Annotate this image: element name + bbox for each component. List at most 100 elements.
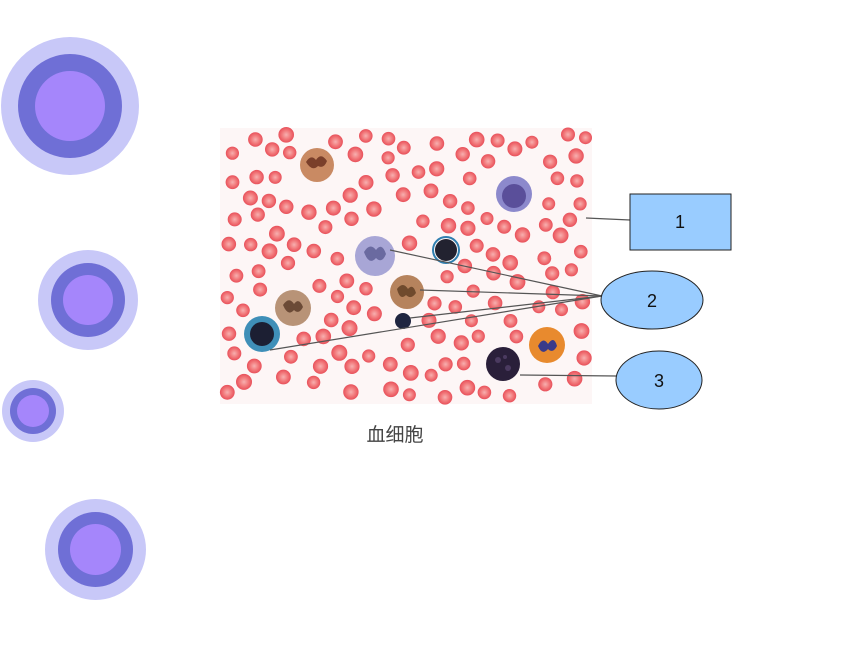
red-blood-cell <box>382 356 398 372</box>
red-blood-cell <box>497 219 512 234</box>
red-blood-cell <box>323 312 339 328</box>
red-blood-cell <box>344 211 359 226</box>
callout-3-label: 3 <box>654 371 664 391</box>
diagram-caption: 血细胞 <box>366 424 424 446</box>
red-blood-cell <box>359 129 373 143</box>
red-blood-cell <box>268 170 282 184</box>
red-blood-cell <box>453 335 469 351</box>
red-blood-cell <box>429 161 445 177</box>
red-blood-cell <box>573 197 587 211</box>
red-blood-cell <box>395 187 411 203</box>
red-blood-cell <box>552 227 569 244</box>
red-blood-cell <box>573 323 590 339</box>
red-blood-cell <box>480 212 494 225</box>
red-blood-cell <box>221 236 237 252</box>
callout-1: 1 <box>629 193 732 251</box>
red-blood-cell <box>427 296 442 311</box>
red-blood-cell <box>359 282 373 296</box>
red-blood-cell <box>339 273 355 289</box>
red-blood-cell <box>507 141 523 157</box>
red-blood-cell <box>424 368 438 382</box>
red-blood-cell <box>471 329 485 343</box>
red-blood-cell <box>460 220 476 236</box>
red-blood-cell <box>330 289 345 304</box>
callout-1-label: 1 <box>675 212 685 232</box>
red-blood-cell <box>244 237 258 252</box>
red-blood-cell <box>225 146 239 160</box>
wbc-platelet-dark <box>432 236 460 264</box>
red-blood-cell <box>236 373 252 390</box>
red-blood-cell <box>306 243 322 259</box>
red-blood-cell <box>265 142 280 157</box>
red-blood-cell <box>574 294 591 310</box>
smear-background <box>220 128 592 404</box>
red-blood-cell <box>480 154 496 169</box>
red-blood-cell <box>220 291 234 305</box>
red-blood-cell <box>509 329 524 344</box>
red-blood-cell <box>485 247 501 262</box>
red-blood-cell <box>570 174 584 188</box>
red-blood-cell <box>514 227 531 243</box>
red-blood-cell <box>381 131 396 146</box>
red-blood-cell <box>383 381 399 398</box>
red-blood-cell <box>456 356 471 371</box>
red-blood-cell <box>358 175 374 190</box>
red-blood-cell <box>562 212 578 227</box>
red-blood-cell <box>440 270 454 284</box>
red-blood-cell <box>459 379 476 396</box>
red-blood-cell <box>261 243 278 260</box>
red-blood-cell <box>330 251 345 266</box>
red-blood-cell <box>555 303 568 317</box>
red-blood-cell <box>312 358 329 374</box>
red-blood-cell <box>246 358 262 374</box>
red-blood-cell <box>400 337 415 352</box>
red-blood-cell <box>253 282 268 297</box>
red-blood-cell <box>576 350 592 366</box>
red-blood-cell <box>251 264 266 279</box>
red-blood-cell <box>396 140 411 155</box>
red-blood-cell <box>566 370 583 387</box>
red-blood-cell <box>545 285 560 300</box>
red-blood-cell <box>550 171 565 186</box>
red-blood-cell <box>538 377 553 392</box>
red-blood-cell <box>574 244 588 259</box>
wbc-eosinophil-brown <box>390 275 424 309</box>
red-blood-cell <box>543 154 558 169</box>
wbc-neutrophil-left <box>275 290 311 326</box>
red-blood-cell <box>221 326 237 341</box>
red-blood-cell <box>325 200 341 216</box>
red-blood-cell <box>561 127 575 142</box>
deco-circle-4 <box>45 499 146 600</box>
red-blood-cell <box>328 134 343 150</box>
red-blood-cell <box>225 175 240 190</box>
red-blood-cell <box>362 349 376 363</box>
wbc-basophil <box>486 347 520 381</box>
red-blood-cell <box>261 193 277 209</box>
red-blood-cell <box>468 131 485 148</box>
red-blood-cell <box>466 284 480 298</box>
leader-line-2d <box>269 295 603 351</box>
red-blood-cell <box>312 278 327 293</box>
red-blood-cell <box>455 147 470 162</box>
leader-line-1 <box>585 217 631 221</box>
red-blood-cell <box>344 358 360 374</box>
red-blood-cell <box>341 320 358 337</box>
red-blood-cell <box>487 295 503 311</box>
leader-line-3 <box>519 374 617 377</box>
red-blood-cell <box>503 314 518 328</box>
red-blood-cell <box>477 385 492 400</box>
red-blood-cell <box>440 218 457 234</box>
leader-lines <box>269 217 631 377</box>
red-blood-cell <box>461 201 475 215</box>
red-blood-cell <box>579 131 592 145</box>
red-blood-cell <box>438 357 453 372</box>
wbc-neutrophil-top <box>300 148 334 182</box>
red-blood-cell <box>366 201 382 217</box>
red-blood-cell <box>269 225 285 242</box>
red-blood-cell <box>486 265 501 281</box>
red-blood-cell <box>430 328 446 344</box>
red-blood-cell <box>525 135 539 149</box>
red-blood-cell <box>284 349 298 364</box>
red-blood-cell <box>545 266 560 281</box>
